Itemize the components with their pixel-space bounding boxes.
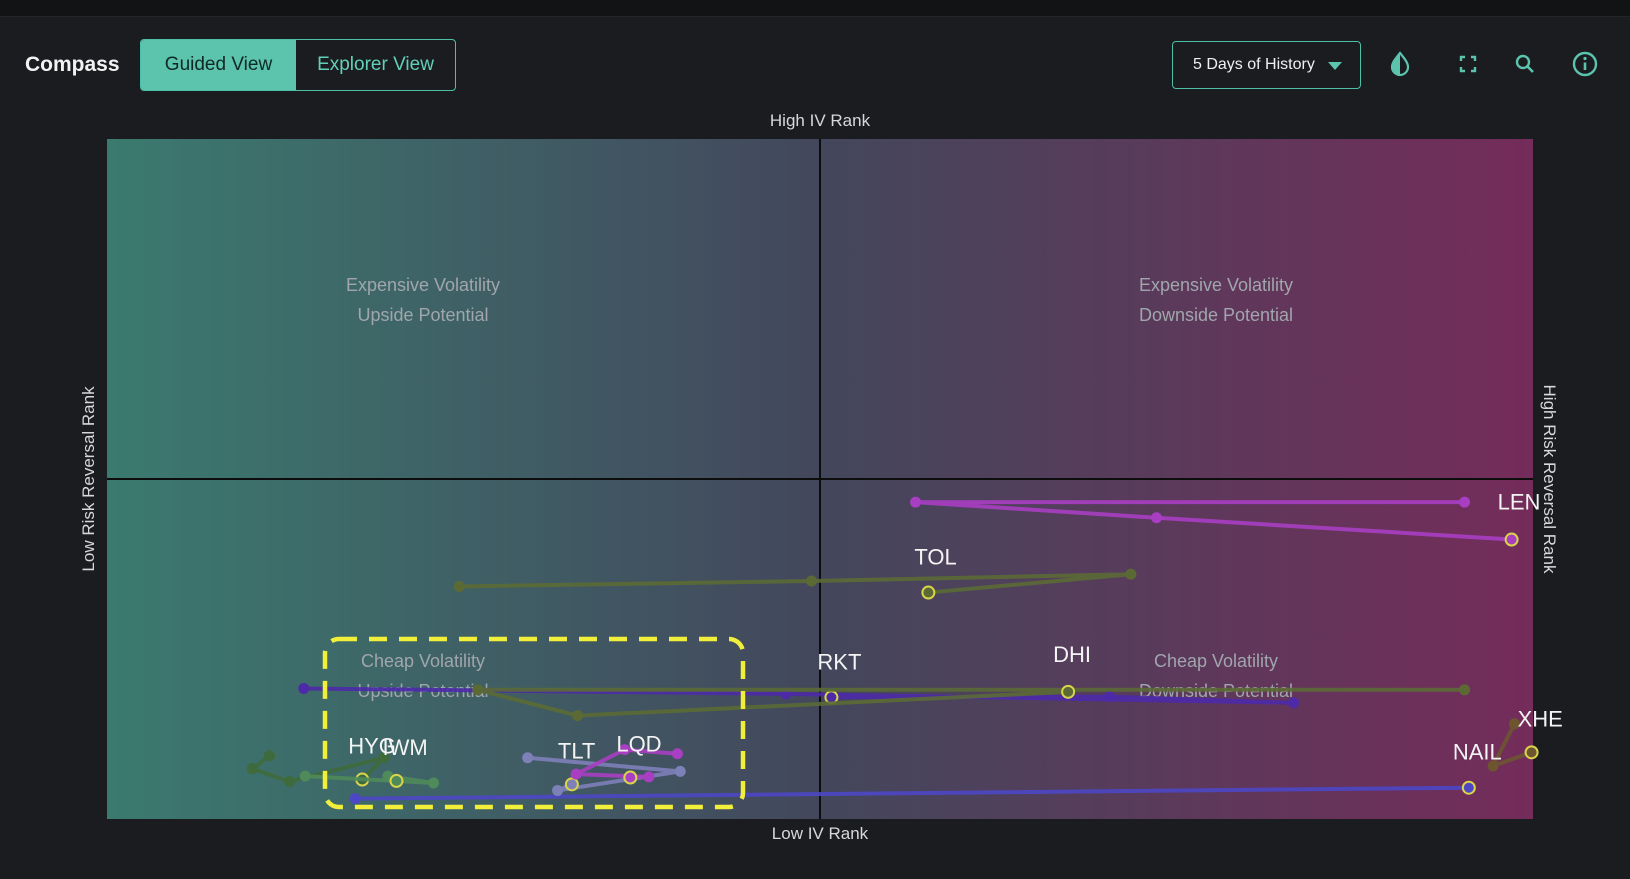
- caret-down-icon: [1328, 62, 1342, 70]
- data-point-current[interactable]: [1061, 684, 1076, 699]
- series-hyg[interactable]: HYG: [246, 734, 396, 788]
- data-point-current[interactable]: [1524, 745, 1539, 760]
- ticker-label: DHI: [1053, 642, 1091, 667]
- data-point[interactable]: [671, 748, 683, 760]
- axis-label-right: High Risk Reversal Rank: [1540, 385, 1559, 574]
- series-line: [477, 687, 1465, 718]
- ticker-label: XHE: [1518, 706, 1563, 731]
- data-point-current[interactable]: [1504, 532, 1519, 547]
- quadrant-label-top-left-line1: Expensive Volatility: [346, 275, 500, 295]
- highlight-box: [322, 636, 746, 810]
- data-point-current[interactable]: [1461, 780, 1476, 795]
- axis-label-bottom: Low IV Rank: [772, 824, 869, 843]
- data-point[interactable]: [1103, 691, 1115, 703]
- quadrant-label-top-right-line1: Expensive Volatility: [1139, 275, 1293, 295]
- data-point[interactable]: [619, 744, 631, 756]
- data-point[interactable]: [472, 684, 484, 696]
- axis-label-top: High IV Rank: [770, 111, 871, 130]
- series-tlt[interactable]: TLT: [522, 738, 686, 796]
- data-point[interactable]: [378, 752, 390, 764]
- history-select[interactable]: 5 Days of History: [1172, 41, 1361, 89]
- series-line: [459, 572, 1132, 595]
- data-point[interactable]: [910, 496, 922, 508]
- quadrant-label-bottom-right-line1: Cheap Volatility: [1154, 651, 1278, 671]
- guided-view-button[interactable]: Guided View: [141, 40, 296, 90]
- data-point[interactable]: [643, 771, 655, 783]
- axis-label-left: Low Risk Reversal Rank: [79, 386, 98, 572]
- series-line: [527, 755, 681, 793]
- ticker-label: NAIL: [1453, 740, 1502, 765]
- series-len[interactable]: LEN: [910, 490, 1541, 547]
- data-point[interactable]: [1125, 568, 1137, 580]
- data-point-current[interactable]: [564, 777, 579, 792]
- quadrant-label-top-left-line2: Upside Potential: [357, 305, 488, 325]
- quadrant-label-top-right-line2: Downside Potential: [1139, 305, 1293, 325]
- series-iwm[interactable]: IWM: [299, 735, 440, 789]
- quadrant-label-bottom-left-line1: Cheap Volatility: [361, 651, 485, 671]
- contrast-icon[interactable]: [1386, 50, 1414, 78]
- data-point[interactable]: [284, 776, 296, 788]
- ticker-label: LEN: [1498, 490, 1541, 515]
- data-point[interactable]: [1151, 512, 1163, 524]
- data-point[interactable]: [1287, 697, 1299, 709]
- app-title: Compass: [25, 53, 120, 76]
- data-point[interactable]: [522, 752, 534, 764]
- view-toggle: Guided View Explorer View: [140, 39, 456, 91]
- series-xhe[interactable]: XHE: [1487, 706, 1563, 772]
- history-select-value: 5 Days of History: [1193, 56, 1315, 73]
- series-tol[interactable]: TOL: [453, 545, 1137, 600]
- data-point[interactable]: [1459, 496, 1471, 508]
- series-dhi[interactable]: DHI: [472, 642, 1471, 722]
- explorer-view-button[interactable]: Explorer View: [317, 54, 434, 75]
- data-point[interactable]: [1459, 684, 1471, 696]
- data-point[interactable]: [246, 763, 258, 775]
- info-icon[interactable]: [1571, 50, 1599, 78]
- data-point[interactable]: [572, 710, 584, 722]
- data-point[interactable]: [1487, 760, 1499, 772]
- data-point[interactable]: [349, 793, 361, 805]
- data-point[interactable]: [552, 784, 564, 796]
- ticker-label: TOL: [914, 545, 956, 570]
- data-point-current[interactable]: [389, 773, 404, 788]
- data-point[interactable]: [298, 682, 310, 694]
- ticker-label: LQD: [616, 732, 661, 757]
- series-line: [915, 500, 1512, 542]
- data-point[interactable]: [570, 768, 582, 780]
- data-point[interactable]: [1508, 718, 1520, 730]
- data-point[interactable]: [264, 750, 276, 762]
- series-line: [355, 785, 1469, 801]
- ticker-label: HYG: [348, 734, 396, 759]
- zoom-icon[interactable]: [1511, 50, 1539, 78]
- fullscreen-icon[interactable]: [1454, 50, 1482, 78]
- toolbar: Compass Guided View Explorer View 5 Days…: [0, 17, 1630, 117]
- data-point-current[interactable]: [921, 585, 936, 600]
- data-point[interactable]: [453, 580, 465, 592]
- data-point[interactable]: [299, 770, 311, 782]
- data-point[interactable]: [428, 777, 440, 789]
- data-point[interactable]: [805, 575, 817, 587]
- ticker-label: TLT: [558, 738, 595, 763]
- series-nail[interactable]: NAIL: [349, 740, 1502, 805]
- series-lqd[interactable]: LQD: [570, 732, 683, 785]
- data-point[interactable]: [674, 765, 686, 777]
- ticker-label: RKT: [817, 649, 861, 674]
- data-point-current[interactable]: [623, 770, 638, 785]
- ticker-label: IWM: [382, 735, 427, 760]
- series-rkt[interactable]: RKT: [298, 649, 1299, 709]
